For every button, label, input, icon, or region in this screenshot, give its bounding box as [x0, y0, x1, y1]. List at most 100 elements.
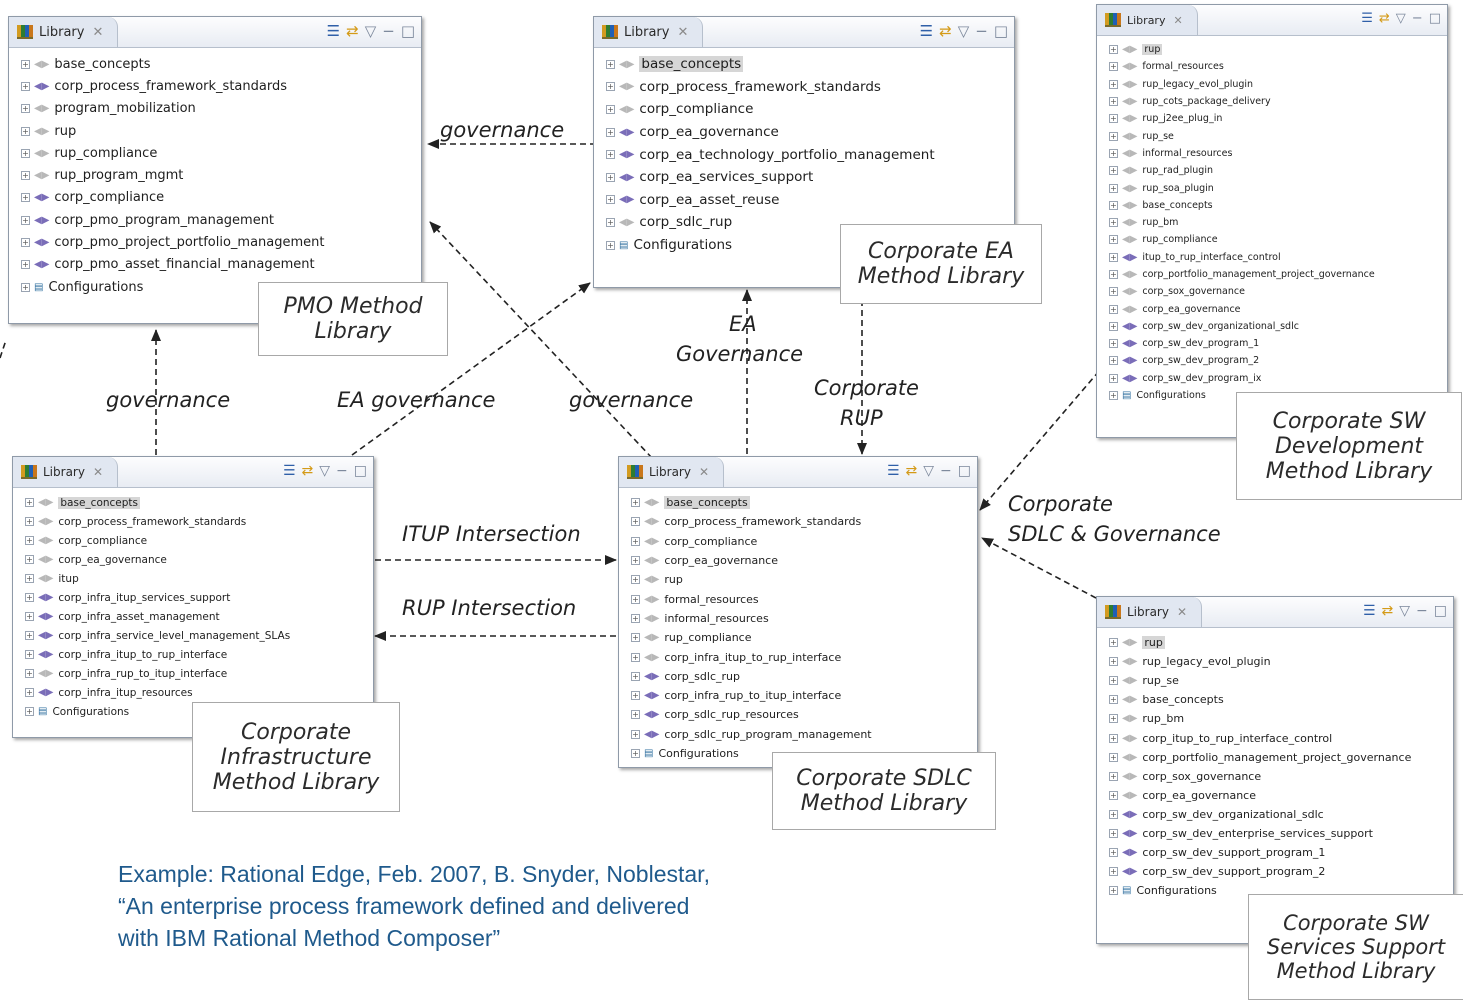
expand-icon[interactable]: + [25, 536, 34, 545]
link-with-editor-icon[interactable]: ⇄ [301, 463, 314, 479]
view-menu-icon[interactable]: ▽ [923, 463, 935, 479]
maximize-icon[interactable]: □ [353, 463, 367, 479]
library-tree-item[interactable]: +◀▶rup_se [1109, 127, 1447, 144]
library-tree-item[interactable]: +▤Configurations [631, 744, 977, 763]
close-tab-icon[interactable]: ✕ [1176, 605, 1188, 619]
expand-icon[interactable]: + [1109, 183, 1118, 193]
library-tree-item[interactable]: +◀▶rup [631, 570, 977, 589]
expand-icon[interactable]: + [1109, 235, 1118, 245]
library-tree-item[interactable]: +◀▶corp_sw_dev_support_program_2 [1109, 862, 1453, 881]
expand-icon[interactable]: + [21, 260, 30, 270]
expand-icon[interactable]: + [1109, 321, 1118, 331]
link-with-editor-icon[interactable]: ⇄ [346, 22, 359, 40]
expand-icon[interactable]: + [1109, 304, 1118, 314]
library-tree-item[interactable]: +◀▶rup_rad_plugin [1109, 162, 1447, 179]
expand-icon[interactable]: + [1109, 356, 1118, 366]
library-view-tab[interactable]: Library✕ [1097, 5, 1198, 35]
expand-icon[interactable]: + [25, 574, 34, 583]
link-with-editor-icon[interactable]: ⇄ [1381, 603, 1394, 619]
expand-icon[interactable]: + [21, 81, 30, 91]
expand-icon[interactable]: + [1109, 270, 1118, 279]
minimize-icon[interactable]: − [940, 463, 952, 479]
expand-icon[interactable]: + [1109, 828, 1118, 838]
library-tree-item[interactable]: +◀▶corp_sox_governance [1109, 767, 1453, 786]
expand-icon[interactable]: + [631, 633, 640, 643]
expand-icon[interactable]: + [1109, 848, 1118, 858]
library-tree-item[interactable]: +◀▶corp_infra_asset_management [25, 607, 373, 626]
expand-icon[interactable]: + [606, 127, 615, 137]
tree-layout-icon[interactable]: ☰ [1361, 11, 1373, 26]
tree-layout-icon[interactable]: ☰ [886, 463, 900, 479]
expand-icon[interactable]: + [25, 650, 34, 659]
library-tree-item[interactable]: +▤Configurations [21, 276, 421, 298]
library-tree-item[interactable]: +◀▶corp_compliance [606, 98, 1014, 121]
library-tree-item[interactable]: +◀▶rup [1109, 633, 1453, 652]
expand-icon[interactable]: + [606, 150, 615, 160]
expand-icon[interactable]: + [25, 688, 34, 697]
library-tree-item[interactable]: +◀▶corp_compliance [631, 532, 977, 551]
view-menu-icon[interactable]: ▽ [364, 22, 377, 40]
library-tree-item[interactable]: +◀▶formal_resources [631, 589, 977, 608]
view-menu-icon[interactable]: ▽ [1395, 11, 1406, 26]
expand-icon[interactable]: + [1109, 166, 1118, 176]
library-tree-item[interactable]: +◀▶corp_pmo_project_portfolio_management [21, 231, 421, 253]
library-tree-item[interactable]: +◀▶corp_sox_governance [1109, 283, 1447, 300]
library-tree-item[interactable]: +◀▶corp_infra_itup_resources [25, 683, 373, 702]
expand-icon[interactable]: + [25, 517, 34, 526]
library-tree-item[interactable]: +◀▶corp_ea_asset_reuse [606, 189, 1014, 212]
expand-icon[interactable]: + [606, 172, 615, 182]
library-tree-item[interactable]: +◀▶informal_resources [631, 609, 977, 628]
library-tree-item[interactable]: +◀▶corp_ea_governance [1109, 300, 1447, 317]
library-tree-item[interactable]: +◀▶corp_ea_governance [25, 550, 373, 569]
expand-icon[interactable]: + [21, 171, 30, 181]
library-tree-item[interactable]: +◀▶rup_legacy_evol_plugin [1109, 76, 1447, 93]
expand-icon[interactable]: + [1109, 45, 1118, 55]
view-menu-icon[interactable]: ▽ [319, 463, 331, 479]
library-tree-item[interactable]: +◀▶program_mobilization [21, 98, 421, 120]
expand-icon[interactable]: + [21, 59, 30, 69]
expand-icon[interactable]: + [21, 215, 30, 225]
expand-icon[interactable]: + [21, 148, 30, 158]
expand-icon[interactable]: + [1109, 790, 1118, 800]
maximize-icon[interactable]: □ [1433, 603, 1447, 619]
library-tree-item[interactable]: +◀▶rup_j2ee_plug_in [1109, 110, 1447, 127]
library-tree-item[interactable]: +◀▶rup_program_mgmt [21, 164, 421, 186]
expand-icon[interactable]: + [631, 517, 640, 527]
maximize-icon[interactable]: □ [993, 22, 1008, 40]
expand-icon[interactable]: + [631, 749, 640, 758]
expand-icon[interactable]: + [1109, 657, 1118, 667]
expand-icon[interactable]: + [25, 555, 34, 564]
expand-icon[interactable]: + [25, 707, 34, 716]
maximize-icon[interactable]: □ [400, 22, 415, 40]
library-tree-item[interactable]: +◀▶corp_itup_to_rup_interface_control [1109, 728, 1453, 747]
close-tab-icon[interactable]: ✕ [698, 465, 710, 479]
library-tree-item[interactable]: +◀▶formal_resources [1109, 58, 1447, 75]
minimize-icon[interactable]: − [975, 22, 988, 40]
expand-icon[interactable]: + [631, 536, 640, 546]
minimize-icon[interactable]: − [1411, 11, 1423, 26]
library-tree-item[interactable]: +◀▶informal_resources [1109, 145, 1447, 162]
expand-icon[interactable]: + [631, 729, 640, 739]
library-tree-item[interactable]: +◀▶corp_portfolio_management_project_gov… [1109, 266, 1447, 283]
library-tree-item[interactable]: +◀▶corp_sw_dev_program_ix [1109, 370, 1447, 387]
library-view-tab[interactable]: Library✕ [13, 457, 119, 487]
link-with-editor-icon[interactable]: ⇄ [1378, 11, 1390, 26]
expand-icon[interactable]: + [1109, 339, 1118, 349]
expand-icon[interactable]: + [631, 691, 640, 701]
library-tree-item[interactable]: +◀▶corp_ea_governance [1109, 786, 1453, 805]
expand-icon[interactable]: + [21, 282, 30, 292]
expand-icon[interactable]: + [25, 669, 34, 678]
tree-layout-icon[interactable]: ☰ [282, 463, 296, 479]
library-view-tab[interactable]: Library✕ [619, 457, 725, 487]
library-tree-item[interactable]: +◀▶itup [25, 569, 373, 588]
expand-icon[interactable]: + [25, 498, 34, 507]
library-tree-item[interactable]: +◀▶corp_sdlc_rup [631, 667, 977, 686]
expand-icon[interactable]: + [1109, 676, 1118, 686]
library-view-tab[interactable]: Library✕ [1097, 597, 1203, 627]
expand-icon[interactable]: + [1109, 391, 1118, 401]
expand-icon[interactable]: + [606, 195, 615, 205]
library-tree-item[interactable]: +▤Configurations [25, 702, 373, 721]
expand-icon[interactable]: + [1109, 252, 1118, 262]
expand-icon[interactable]: + [631, 652, 640, 662]
expand-icon[interactable]: + [1109, 695, 1118, 705]
